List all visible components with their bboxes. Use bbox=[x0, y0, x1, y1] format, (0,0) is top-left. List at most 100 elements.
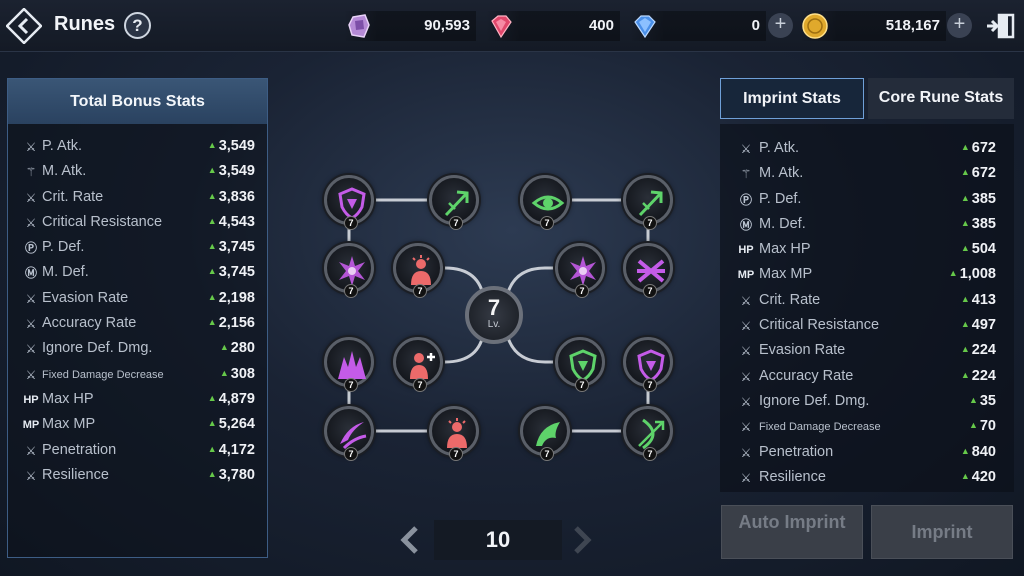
increase-arrow-icon: ▲ bbox=[207, 266, 217, 277]
rune-slot[interactable]: 7 bbox=[324, 337, 374, 392]
increase-arrow-icon: ▲ bbox=[207, 418, 217, 429]
increase-arrow-icon: ▲ bbox=[207, 443, 217, 454]
increase-arrow-icon: ▲ bbox=[219, 367, 229, 378]
stat-value-wrap: ▲3,780 bbox=[208, 467, 255, 483]
increase-arrow-icon: ▲ bbox=[948, 268, 958, 279]
shield-p-icon: Ⓟ bbox=[739, 192, 752, 207]
tab-core-rune-stats[interactable]: Core Rune Stats bbox=[868, 78, 1014, 119]
rune-level-badge: 7 bbox=[413, 284, 427, 298]
rune-slot[interactable]: 7 bbox=[429, 175, 479, 230]
stat-name: Penetration bbox=[42, 441, 117, 458]
rune-slot[interactable]: 7 bbox=[623, 175, 673, 230]
rune-slot[interactable]: 7 bbox=[623, 406, 673, 461]
increase-arrow-icon: ▲ bbox=[960, 217, 970, 228]
increase-arrow-icon: ▲ bbox=[960, 167, 970, 178]
stat-value-wrap: ▲413 bbox=[961, 292, 996, 308]
rune-level-badge: 7 bbox=[540, 216, 554, 230]
stat-row: ⚔Fixed Damage Decrease▲70 bbox=[720, 414, 1014, 439]
pager-next-button[interactable] bbox=[568, 524, 596, 556]
stat-value: 4,879 bbox=[218, 390, 255, 407]
stat-value: 413 bbox=[971, 291, 996, 308]
stat-value-wrap: ▲420 bbox=[961, 469, 996, 485]
stat-value-wrap: ▲3,549 bbox=[208, 138, 255, 154]
currency-red-gem: 400 bbox=[486, 11, 620, 41]
chevron-right-icon bbox=[574, 526, 592, 554]
add-blue-diamond-button[interactable]: + bbox=[768, 13, 793, 38]
shield-m-icon: Ⓜ bbox=[739, 217, 752, 232]
body-red-icon bbox=[411, 255, 431, 285]
rune-slot[interactable]: 7 bbox=[555, 337, 605, 392]
rune-slot[interactable]: 7 bbox=[520, 175, 570, 230]
stat-value: 504 bbox=[971, 241, 996, 258]
currency-blue-diamond: 0 bbox=[630, 11, 766, 41]
rune-slot[interactable]: 7 bbox=[324, 406, 374, 461]
stat-name: Ignore Def. Dmg. bbox=[42, 340, 153, 357]
rune-level-badge: 7 bbox=[449, 447, 463, 461]
stat-value-wrap: ▲280 bbox=[220, 340, 255, 356]
stat-value: 385 bbox=[971, 215, 996, 232]
rune-slot[interactable]: 7 bbox=[393, 243, 443, 298]
rune-slot[interactable]: 7 bbox=[555, 243, 605, 298]
stat-name: Accuracy Rate bbox=[759, 367, 854, 384]
wing-green-icon bbox=[536, 422, 560, 446]
rune-slot[interactable]: 7 bbox=[520, 406, 570, 461]
rune-slot[interactable]: 7 bbox=[324, 175, 374, 230]
stat-name: Max HP bbox=[759, 241, 811, 258]
auto-imprint-button[interactable]: Auto Imprint bbox=[721, 505, 863, 559]
stat-name: P. Atk. bbox=[759, 140, 800, 156]
increase-arrow-icon: ▲ bbox=[960, 293, 970, 304]
tab-imprint-stats[interactable]: Imprint Stats bbox=[720, 78, 864, 119]
increase-arrow-icon: ▲ bbox=[207, 140, 217, 150]
add-gold-button[interactable]: + bbox=[947, 13, 972, 38]
stat-name: Fixed Damage Decrease bbox=[42, 368, 164, 381]
mp-icon: MP bbox=[737, 269, 755, 282]
rune-slot[interactable]: 7 bbox=[623, 337, 673, 392]
stat-value: 3,780 bbox=[218, 466, 255, 483]
rune-level-badge: 7 bbox=[344, 378, 358, 392]
increase-arrow-icon: ▲ bbox=[207, 165, 217, 176]
increase-arrow-icon: ▲ bbox=[207, 468, 217, 479]
staff-icon: ⚚ bbox=[25, 165, 37, 180]
sword-icon: ⚔ bbox=[740, 142, 752, 156]
increase-arrow-icon: ▲ bbox=[960, 243, 970, 254]
stat-name: Max HP bbox=[42, 390, 94, 407]
rune-slot[interactable]: 7 bbox=[623, 243, 673, 298]
sword-icon: ⚔ bbox=[25, 367, 37, 382]
stat-name: Ignore Def. Dmg. bbox=[759, 392, 870, 409]
rune-slot[interactable]: 7 bbox=[429, 406, 479, 461]
pager-value[interactable]: 10 bbox=[434, 520, 562, 560]
exit-door-icon bbox=[987, 13, 1015, 39]
pager-prev-button[interactable] bbox=[396, 524, 424, 556]
help-button[interactable]: ? bbox=[124, 12, 151, 39]
imprint-button[interactable]: Imprint bbox=[871, 505, 1013, 559]
stat-value-wrap: ▲672 bbox=[961, 140, 996, 156]
rune-slot[interactable]: 7 bbox=[324, 243, 374, 298]
stat-value: 308 bbox=[230, 365, 255, 382]
mp-icon: MP bbox=[22, 419, 40, 432]
sword-icon: ⚔ bbox=[25, 443, 37, 458]
stat-value: 224 bbox=[971, 367, 996, 384]
sword-icon: ⚔ bbox=[25, 291, 37, 306]
rune-level-badge: 7 bbox=[344, 447, 358, 461]
stat-value: 3,836 bbox=[218, 188, 255, 205]
increase-arrow-icon: ▲ bbox=[960, 445, 970, 456]
back-button[interactable] bbox=[5, 7, 43, 45]
increase-arrow-icon: ▲ bbox=[960, 319, 970, 330]
sword-icon: ⚔ bbox=[25, 317, 37, 332]
red-gem-icon bbox=[491, 15, 512, 39]
stat-value-wrap: ▲385 bbox=[961, 216, 996, 232]
stat-row: ⚔Accuracy Rate▲224 bbox=[720, 364, 1014, 389]
core-rune[interactable]: 7 Lv. bbox=[465, 286, 523, 344]
increase-arrow-icon: ▲ bbox=[207, 291, 217, 302]
stat-row: ⚔Critical Resistance▲497 bbox=[720, 313, 1014, 338]
stat-name: Max MP bbox=[759, 266, 813, 283]
stat-name: Fixed Damage Decrease bbox=[759, 421, 881, 434]
core-rune-level: 7 bbox=[487, 295, 501, 320]
increase-arrow-icon: ▲ bbox=[207, 215, 217, 226]
rune-slot[interactable]: 7 bbox=[393, 337, 443, 392]
exit-button[interactable] bbox=[984, 10, 1018, 42]
stat-name: Crit. Rate bbox=[759, 291, 821, 308]
page-title: Runes bbox=[54, 13, 116, 35]
